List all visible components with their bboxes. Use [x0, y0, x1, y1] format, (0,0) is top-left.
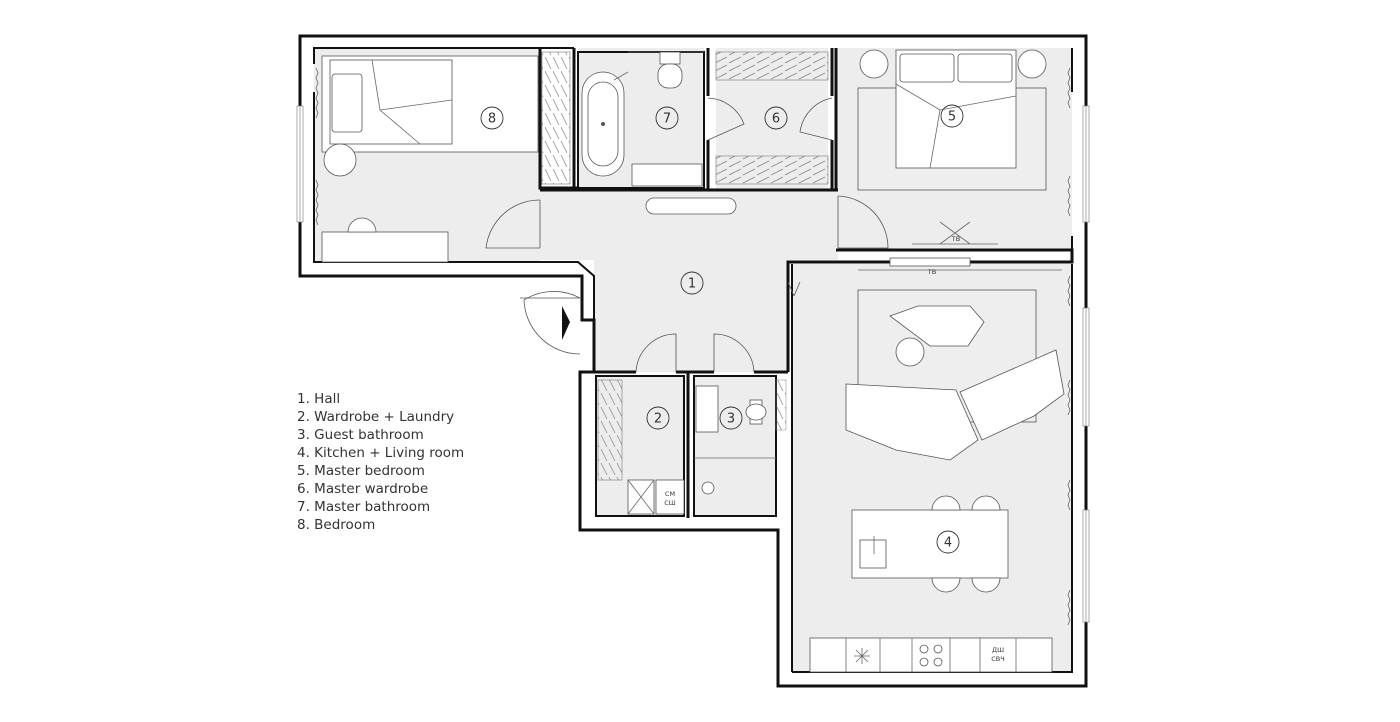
- legend-item-hall: 1. Hall: [297, 391, 341, 407]
- living-room-furniture: ТВ ДШ СВЧ: [809, 257, 1065, 673]
- doors: [485, 97, 889, 373]
- guest-bathroom-furniture: [694, 379, 787, 495]
- laundry-furniture: СМ СШ: [597, 379, 685, 515]
- room-2-marker: 2: [646, 406, 670, 430]
- washer-label: СМ: [665, 490, 675, 498]
- room-5-marker: 5: [940, 104, 964, 128]
- dryer-label: СШ: [664, 499, 676, 507]
- room-8-marker: 8: [480, 106, 504, 130]
- room-4-marker: 4: [936, 530, 960, 554]
- bedroom-furniture: [321, 51, 571, 263]
- room-6-number: 6: [772, 112, 780, 127]
- legend-item-master-bedroom: 5. Master bedroom: [297, 463, 425, 479]
- room-3-marker: 3: [719, 406, 743, 430]
- hall-furniture: [645, 197, 737, 215]
- legend-item-kitchen-living: 4. Kitchen + Living room: [297, 445, 465, 461]
- tv-label-bedroom: ТВ: [951, 235, 960, 243]
- legend-item-bedroom: 8. Bedroom: [297, 517, 376, 533]
- room-4-number: 4: [944, 536, 952, 551]
- legend-item-master-bathroom: 7. Master bathroom: [297, 499, 431, 515]
- room-8-number: 8: [488, 112, 496, 127]
- room-1-number: 1: [688, 277, 696, 292]
- tv-label-living: ТВ: [927, 268, 936, 276]
- bathroom-furniture: [581, 51, 704, 187]
- legend-item-wardrobe-laundry: 2. Wardrobe + Laundry: [297, 409, 455, 425]
- room-1-marker: 1: [680, 271, 704, 295]
- room-6-marker: 6: [764, 106, 788, 130]
- legend-item-guest-bathroom: 3. Guest bathroom: [297, 427, 424, 443]
- legend-item-master-wardrobe: 6. Master wardrobe: [297, 481, 429, 497]
- room-numbers: 1 2 3 4 5 6 7 8: [480, 104, 964, 554]
- room-7-number: 7: [663, 112, 671, 127]
- room-2-number: 2: [654, 412, 662, 427]
- wardrobe-furniture: [715, 51, 829, 185]
- room-7-marker: 7: [655, 106, 679, 130]
- dishwasher-label: ДШ: [992, 646, 1004, 654]
- windows: [296, 67, 1090, 626]
- room-legend: 1. Hall 2. Wardrobe + Laundry 3. Guest b…: [297, 390, 464, 534]
- microwave-label: СВЧ: [991, 655, 1004, 663]
- room-3-number: 3: [727, 412, 735, 427]
- room-5-number: 5: [948, 110, 956, 125]
